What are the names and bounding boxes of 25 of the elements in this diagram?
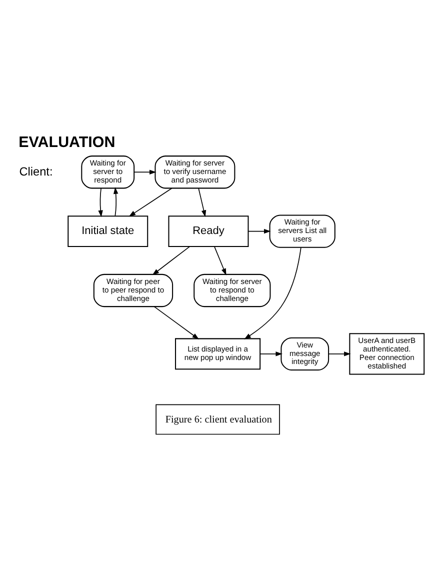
node-box: View message integrity [280, 337, 330, 370]
arrow [152, 246, 190, 276]
arrow [214, 246, 226, 276]
arrow [154, 306, 200, 340]
arrow [134, 170, 156, 174]
node-box: Waiting for server to respond [81, 156, 135, 189]
diagram-title: EVALUATION [18, 134, 116, 152]
node-box: Initial state [68, 216, 148, 248]
arrow [128, 188, 172, 217]
arrow [328, 352, 351, 356]
caption: Figure 6: client evaluation [165, 414, 272, 426]
arrow [244, 247, 302, 340]
node-box: Waiting for server to respond to challenge [194, 274, 271, 308]
label: Client: [19, 164, 53, 178]
node-box: List displayed in a new pop up window [175, 338, 261, 370]
node-box: UserA and userB authenticated. Peer connection established [349, 333, 425, 375]
arrow [198, 188, 206, 218]
arrow [260, 352, 282, 356]
node-box: Ready [168, 216, 249, 248]
node-box: Waiting for peer to peer respond to challenge [93, 274, 174, 308]
arrow [248, 228, 271, 234]
arrow [98, 188, 103, 218]
node-box: Waiting for servers List all users [269, 214, 336, 248]
node-box: Waiting for server to verify username and password [154, 156, 236, 189]
arrow [113, 187, 118, 216]
